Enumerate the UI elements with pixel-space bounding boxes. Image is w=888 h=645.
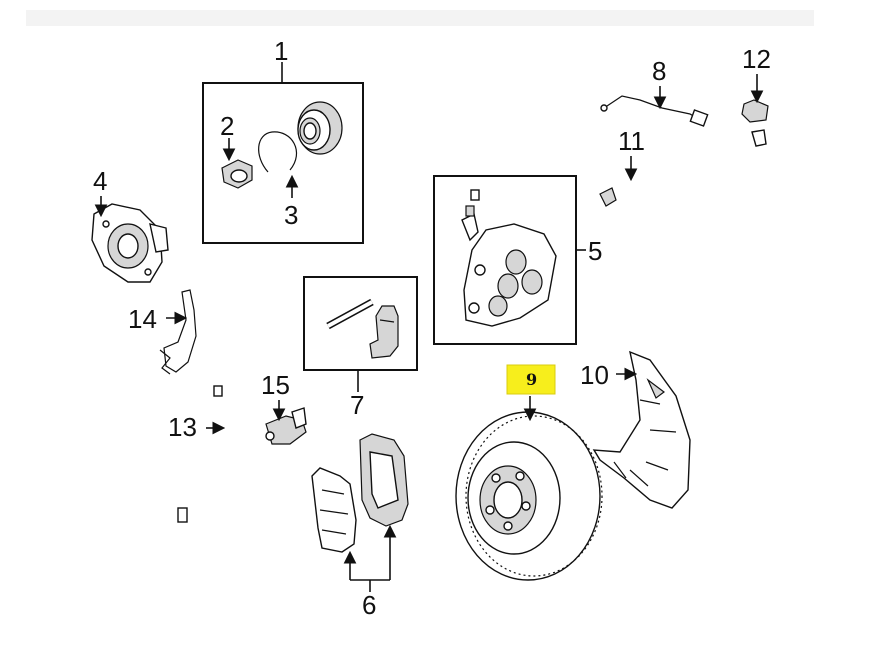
part-3-snap-ring[interactable] [258, 131, 299, 198]
part-12-bracket[interactable] [741, 74, 769, 123]
part-2-nut[interactable] [221, 138, 253, 189]
callout-5: 5 [588, 236, 602, 266]
part-14-retaining-clip[interactable] [159, 289, 197, 375]
part-7-pad-pin[interactable] [326, 298, 374, 330]
callout-14: 14 [128, 304, 157, 334]
hub-bearing-kit-box [202, 62, 364, 244]
part-11-brake-line[interactable] [599, 129, 767, 207]
part-1-wheel-bearing[interactable] [297, 101, 343, 155]
callout-7: 7 [350, 390, 364, 420]
callout-13: 13 [168, 412, 197, 442]
callout-1: 1 [274, 36, 288, 66]
part-6-brake-pad-inner[interactable] [359, 433, 409, 580]
pad-hardware-box [303, 276, 418, 392]
callout-15: 15 [261, 370, 290, 400]
part-10-dust-shield[interactable] [592, 350, 691, 509]
callout-3: 3 [284, 200, 298, 230]
part-13-brake-hose[interactable] [177, 385, 226, 523]
callout-8: 8 [652, 56, 666, 86]
part-6-brake-pad-outer[interactable] [311, 467, 357, 580]
callout-2: 2 [220, 111, 234, 141]
part-5-brake-caliper[interactable] [463, 223, 557, 327]
callout-9: 9 [526, 370, 537, 389]
part-15-sensor[interactable] [265, 400, 307, 445]
part-8-wear-sensor[interactable] [600, 86, 709, 127]
part-4-hub-knuckle[interactable] [91, 196, 169, 283]
part-5-bleeder-screw[interactable] [461, 189, 480, 242]
highlight-box [506, 364, 556, 395]
caliper-box [433, 175, 586, 345]
part-9-brake-rotor[interactable] [455, 396, 603, 581]
callout-11: 11 [618, 126, 645, 156]
callout-10: 10 [580, 360, 609, 390]
callout-6: 6 [362, 590, 376, 620]
callout-4: 4 [93, 166, 107, 196]
callout-12: 12 [742, 44, 771, 74]
top-bar [26, 10, 814, 26]
pad-bracket-lead [350, 579, 390, 592]
part-7-anti-rattle-spring[interactable] [369, 305, 399, 359]
